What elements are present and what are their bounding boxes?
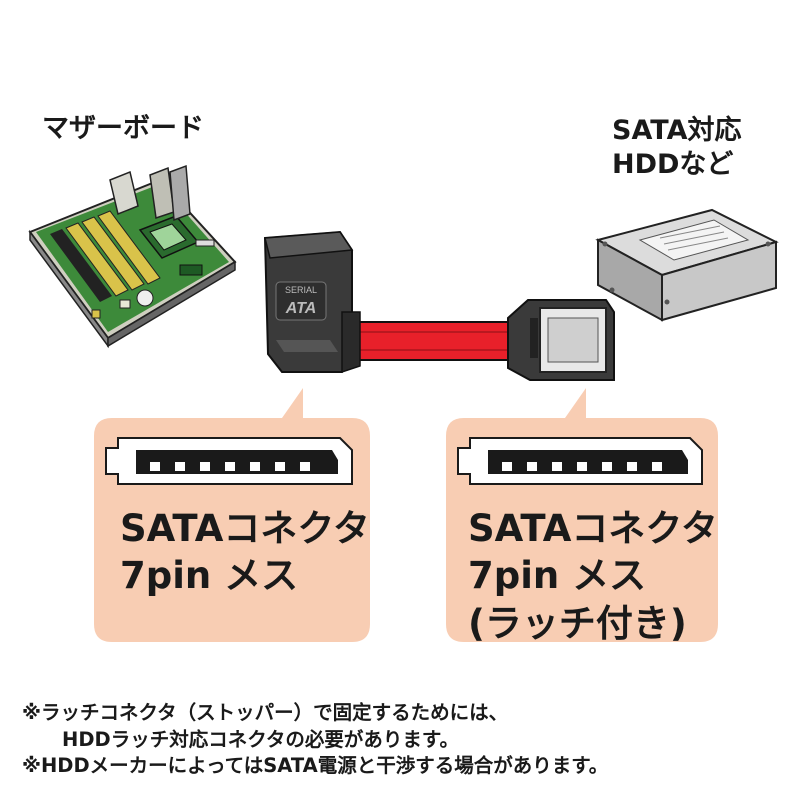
right-pins <box>502 462 662 471</box>
hdd-illustration <box>595 208 779 322</box>
right-callout <box>446 388 718 642</box>
left-callout <box>94 388 370 642</box>
left-pins <box>150 462 310 471</box>
right-connector <box>507 299 615 381</box>
connector-brand-line2: ATA <box>285 300 317 317</box>
left-connector <box>263 230 361 374</box>
note-line1: ※ラッチコネクタ（ストッパー）で固定するためには、 <box>22 701 509 724</box>
sata-cable <box>344 321 516 361</box>
hdd-label-line2: HDDなど <box>612 148 734 180</box>
left-callout-line1: SATAコネクタ <box>120 507 370 550</box>
note-line3: ※HDDメーカーによってはSATA電源と干渉する場合があります。 <box>22 754 609 778</box>
left-callout-text: SATAコネクタ 7pin メス <box>120 505 370 600</box>
hdd-label-line1: SATA対応 <box>612 115 742 146</box>
right-callout-line2: 7pin メス <box>468 554 647 598</box>
connector-brand-line1: SERIAL <box>285 285 317 295</box>
right-callout-text: SATAコネクタ 7pin メス (ラッチ付き) <box>468 505 718 647</box>
hdd-label: SATA対応 HDDなど <box>612 114 741 182</box>
right-callout-line3: (ラッチ付き) <box>468 601 687 645</box>
motherboard-illustration <box>28 164 237 349</box>
left-callout-line2: 7pin メス <box>120 554 299 598</box>
notes: ※ラッチコネクタ（ストッパー）で固定するためには、 HDDラッチ対応コネクタの必… <box>22 700 608 780</box>
motherboard-label: マザーボード <box>42 113 204 144</box>
right-callout-line1: SATAコネクタ <box>468 507 718 550</box>
note-line2: HDDラッチ対応コネクタの必要があります。 <box>62 727 459 751</box>
